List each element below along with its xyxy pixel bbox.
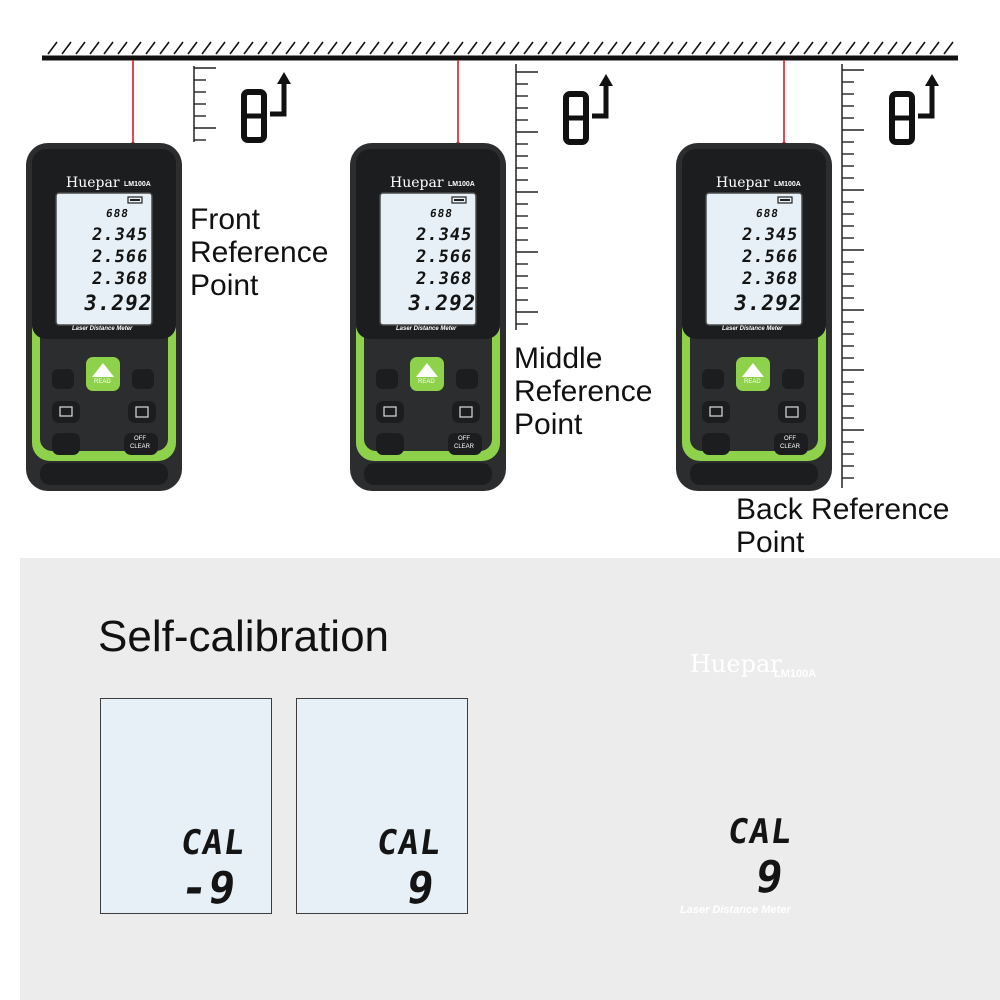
scale-front xyxy=(193,66,216,142)
scale-middle xyxy=(515,64,538,330)
front-reference-label: Front Reference Point xyxy=(190,203,329,302)
off-button-label: OFF xyxy=(458,436,470,442)
angle-readout: 688 xyxy=(429,207,454,220)
footer-label: Laser Distance Meter xyxy=(72,326,133,332)
model-label: LM100A xyxy=(124,181,151,188)
cal-label: CAL xyxy=(178,823,249,863)
calibration-screen-2: CAL 9 xyxy=(296,698,468,914)
middle-reference-label: Middle Reference Point xyxy=(514,342,653,441)
angle-readout: 688 xyxy=(755,207,780,220)
reading-3: 2.368 xyxy=(414,269,474,289)
device-texts-back: Huepar LM100A 688 2.345 2.566 2.368 3.29… xyxy=(676,143,832,491)
clear-button-label: CLEAR xyxy=(130,444,151,450)
cal-value: -9 xyxy=(177,863,240,914)
reading-1: 2.345 xyxy=(90,225,150,245)
brand-logo: Huepar xyxy=(716,175,770,191)
reading-2: 2.566 xyxy=(414,247,474,267)
calibration-title: Self-calibration xyxy=(98,612,390,661)
reference-device-icon xyxy=(892,74,939,142)
footer-label: Laser Distance Meter xyxy=(722,326,783,332)
cal-label: CAL xyxy=(374,823,445,863)
closeup-cal-label: CAL xyxy=(725,812,796,852)
reading-4: 3.292 xyxy=(82,291,154,315)
reading-3: 2.368 xyxy=(740,269,800,289)
clear-button-label: CLEAR xyxy=(780,444,801,450)
read-button-label: READ xyxy=(744,379,761,385)
reading-1: 2.345 xyxy=(740,225,800,245)
reading-3: 2.368 xyxy=(90,269,150,289)
reading-1: 2.345 xyxy=(414,225,474,245)
reference-device-icon xyxy=(566,74,613,142)
brand-logo: Huepar xyxy=(390,175,444,191)
scale-back xyxy=(841,64,864,488)
ceiling-line xyxy=(42,41,958,61)
cal-value: 9 xyxy=(403,863,439,914)
model-label: LM100A xyxy=(448,181,475,188)
closeup-footer-label: Laser Distance Meter xyxy=(680,904,791,916)
off-button-label: OFF xyxy=(784,436,796,442)
device-texts-front: Huepar LM100A 688 2.345 2.566 2.368 3.29… xyxy=(26,143,182,491)
off-button-label: OFF xyxy=(134,436,146,442)
closeup-brand: Huepar xyxy=(690,650,782,678)
footer-label: Laser Distance Meter xyxy=(396,326,457,332)
reading-4: 3.292 xyxy=(406,291,478,315)
reading-4: 3.292 xyxy=(732,291,804,315)
reference-device-icon xyxy=(244,72,291,140)
angle-readout: 688 xyxy=(105,207,130,220)
read-button-label: READ xyxy=(94,379,111,385)
model-label: LM100A xyxy=(774,181,801,188)
clear-button-label: CLEAR xyxy=(454,444,475,450)
calibration-screen-1: CAL -9 xyxy=(100,698,272,914)
reading-2: 2.566 xyxy=(90,247,150,267)
reading-2: 2.566 xyxy=(740,247,800,267)
read-button-label: READ xyxy=(418,379,435,385)
closeup-model: LM100A xyxy=(774,668,817,680)
back-reference-label: Back Reference Point xyxy=(736,493,950,559)
brand-logo: Huepar xyxy=(66,175,120,191)
device-texts-middle: Huepar LM100A 688 2.345 2.566 2.368 3.29… xyxy=(350,143,506,491)
